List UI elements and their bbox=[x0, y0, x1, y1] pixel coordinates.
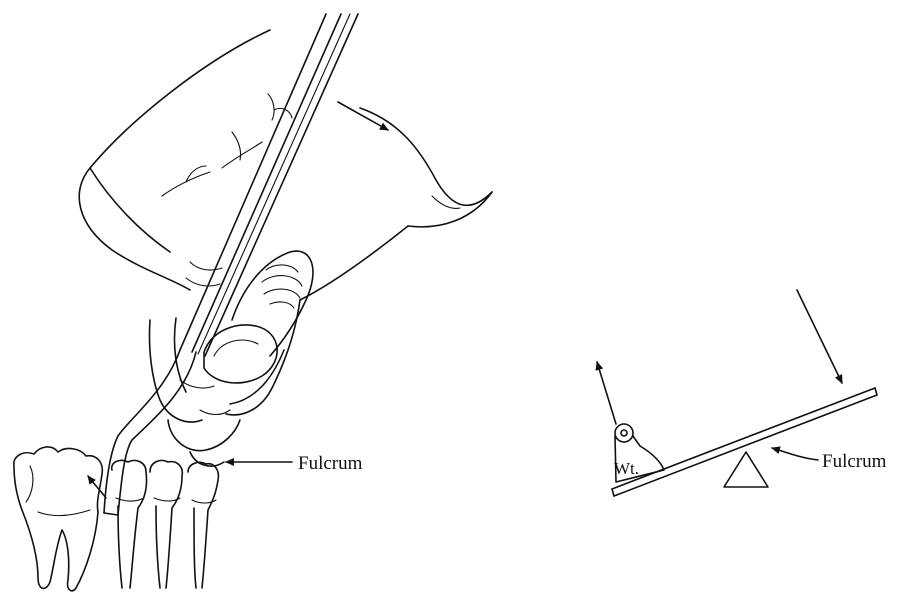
load-arrow bbox=[597, 362, 616, 424]
lever-bar bbox=[612, 388, 877, 496]
fulcrum-pointer-arrow-right bbox=[772, 448, 818, 460]
teeth-row bbox=[14, 447, 219, 591]
weight-label: Wt. bbox=[614, 459, 639, 478]
elevator-instrument bbox=[104, 14, 358, 515]
fulcrum-triangle bbox=[724, 452, 768, 487]
effort-arrow bbox=[797, 290, 842, 383]
tooth-movement-arrow bbox=[88, 476, 106, 498]
fulcrum-label-left: Fulcrum bbox=[298, 453, 363, 474]
lever-schematic: Wt. Fulcrum bbox=[597, 290, 887, 496]
weight-block: Wt. bbox=[614, 424, 664, 482]
rotation-arrow bbox=[338, 102, 388, 130]
fulcrum-label-right: Fulcrum bbox=[822, 451, 887, 472]
hand-instrument-illustration: Fulcrum bbox=[14, 14, 492, 591]
